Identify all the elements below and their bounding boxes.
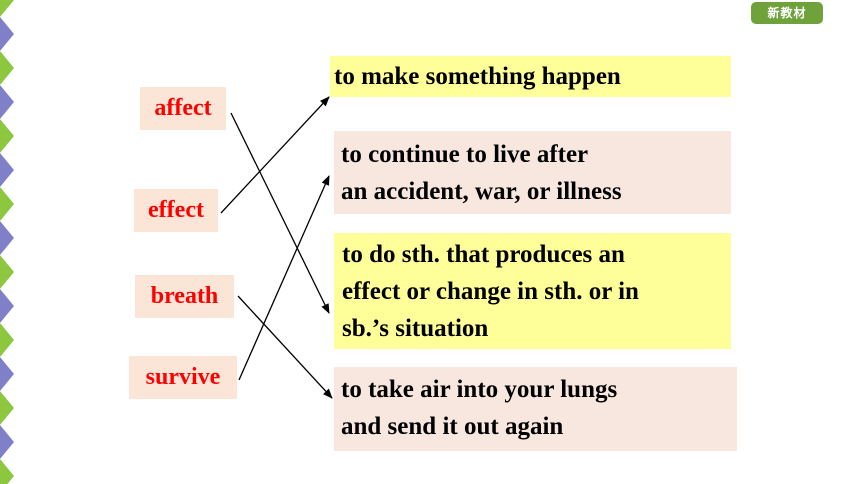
word-survive[interactable]: survive: [129, 356, 237, 399]
definition-2-line-2: an accident, war, or illness: [341, 178, 622, 205]
word-effect[interactable]: effect: [134, 189, 218, 232]
definition-4-line-2: and send it out again: [341, 413, 564, 440]
new-textbook-badge: 新教材: [751, 2, 823, 24]
border-triangle: [0, 289, 14, 323]
word-breath[interactable]: breath: [135, 275, 234, 318]
definition-3-line-2: effect or change in sth. or in: [342, 278, 639, 305]
arrow-breath: [237, 295, 333, 399]
border-triangle: [0, 153, 14, 187]
border-triangle: [0, 391, 14, 425]
definition-3-line-1: to do sth. that produces an: [342, 241, 625, 268]
arrow-effect: [220, 96, 330, 214]
definition-3[interactable]: to do sth. that produces an effect or ch…: [334, 233, 731, 349]
definition-1-line-1: to make something happen: [334, 63, 621, 90]
border-triangle: [0, 85, 14, 119]
decorative-border: [0, 0, 14, 484]
border-triangle: [0, 0, 14, 17]
definition-2-line-1: to continue to live after: [341, 141, 589, 168]
definition-2[interactable]: to continue to live after an accident, w…: [334, 131, 731, 214]
border-triangle: [0, 119, 14, 153]
definition-3-line-3: sb.’s situation: [342, 315, 489, 342]
definition-1[interactable]: to make something happen: [330, 56, 731, 97]
border-triangle: [0, 255, 14, 289]
border-triangle: [0, 221, 14, 255]
definition-4-line-1: to take air into your lungs: [341, 376, 618, 403]
border-triangle: [0, 17, 14, 51]
arrow-survive: [238, 175, 330, 381]
border-triangle: [0, 425, 14, 459]
border-triangle: [0, 51, 14, 85]
arrow-affect: [230, 112, 330, 314]
border-triangle: [0, 187, 14, 221]
definition-4[interactable]: to take air into your lungs and send it …: [334, 367, 737, 451]
border-triangle: [0, 357, 14, 391]
word-affect[interactable]: affect: [140, 87, 226, 130]
border-triangle: [0, 459, 14, 484]
border-triangle: [0, 323, 14, 357]
